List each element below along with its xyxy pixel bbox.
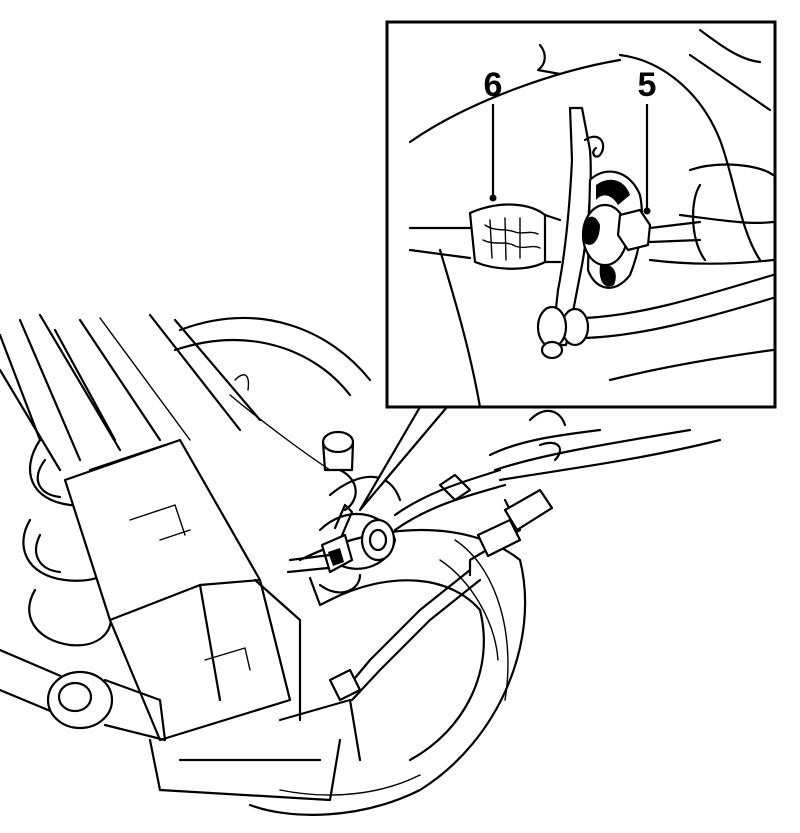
inset-union-nut-5 [616, 183, 707, 262]
inset-brake-hose-6 [408, 203, 562, 270]
inset-grommet [581, 170, 644, 289]
inset-lower-pipe [536, 273, 775, 360]
inset-background-outline [408, 28, 775, 409]
detail-inset [385, 20, 777, 409]
caliper-bolt [321, 430, 357, 512]
callout-6: 6 [484, 66, 503, 202]
callout-5-dot [643, 207, 651, 215]
brake-disc [248, 528, 527, 816]
dust-shield [173, 317, 372, 471]
callout-5-label: 5 [638, 66, 657, 104]
lower-bushing [0, 648, 167, 742]
callout-5: 5 [638, 66, 657, 215]
strut-body [0, 313, 362, 802]
callout-6-dot [489, 194, 497, 202]
brake-line-assembly [318, 409, 722, 702]
abs-sensor-bracket [286, 503, 362, 607]
callout-pointer [358, 405, 449, 512]
callout-6-label: 6 [484, 66, 503, 104]
